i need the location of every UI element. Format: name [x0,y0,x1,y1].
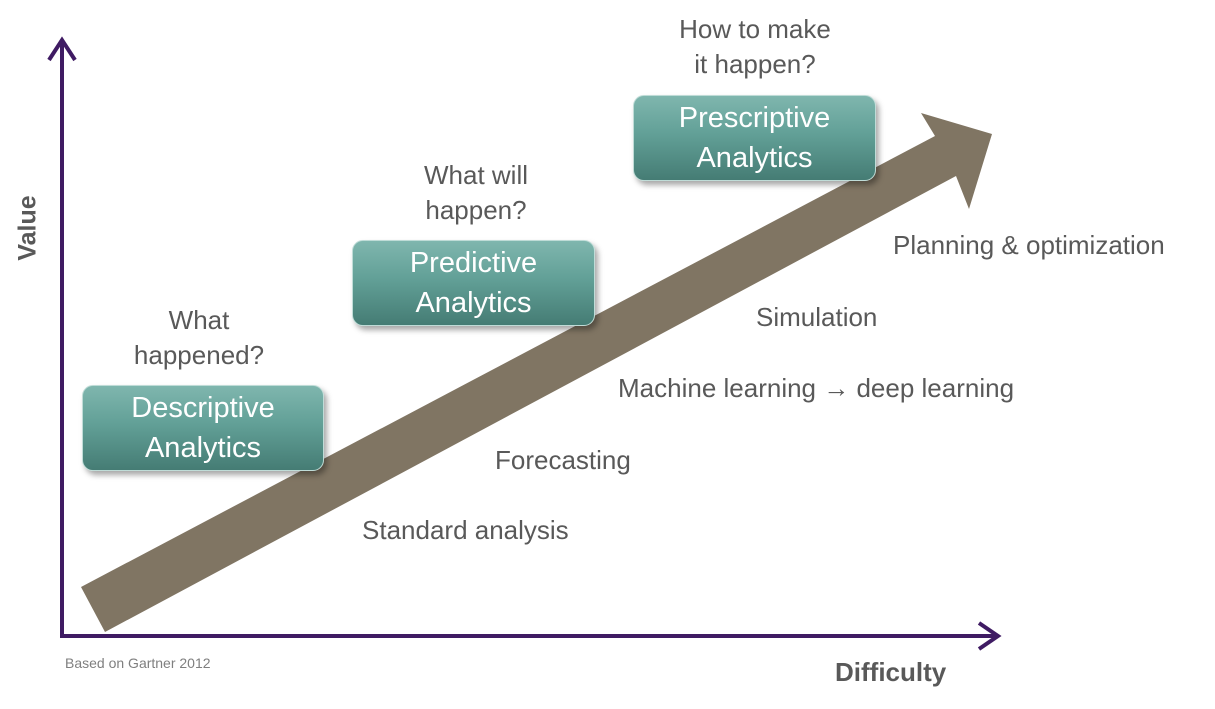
predictive-analytics-box: Predictive Analytics [352,240,595,326]
technique-standard-analysis: Standard analysis [362,515,569,545]
technique-simulation: Simulation [756,302,878,332]
question-line: What [168,305,230,335]
prescriptive-question: How to make it happen? [679,12,831,82]
box-line: Analytics [144,432,262,464]
predictive-question: What will happen? [424,158,528,228]
technique-planning-optimization: Planning & optimization [893,230,1165,260]
growth-arrow [81,113,992,632]
source-note: Based on Gartner 2012 [65,655,211,671]
prescriptive-analytics-box: Prescriptive Analytics [633,95,876,181]
technique-forecasting: Forecasting [495,445,631,475]
y-axis-arrowhead [47,36,77,62]
question-line: happen? [425,195,527,225]
box-line: Analytics [415,287,532,319]
question-line: How to make [679,14,831,44]
descriptive-analytics-box: Descriptive Analytics [82,385,324,471]
box-line: Prescriptive [678,102,831,134]
y-axis-label: Value [13,195,42,261]
box-line: Descriptive [131,392,275,424]
question-line: happened? [133,340,265,370]
x-axis-label: Difficulty [835,657,947,687]
technique-machine-learning: Machine learning → deep learning [618,373,1015,403]
box-line: Analytics [696,142,813,174]
x-axis-arrowhead [977,621,1002,651]
box-line: Predictive [409,247,538,279]
question-line: it happen? [694,49,816,79]
question-line: What will [423,160,529,190]
descriptive-question: What happened? [134,303,264,373]
